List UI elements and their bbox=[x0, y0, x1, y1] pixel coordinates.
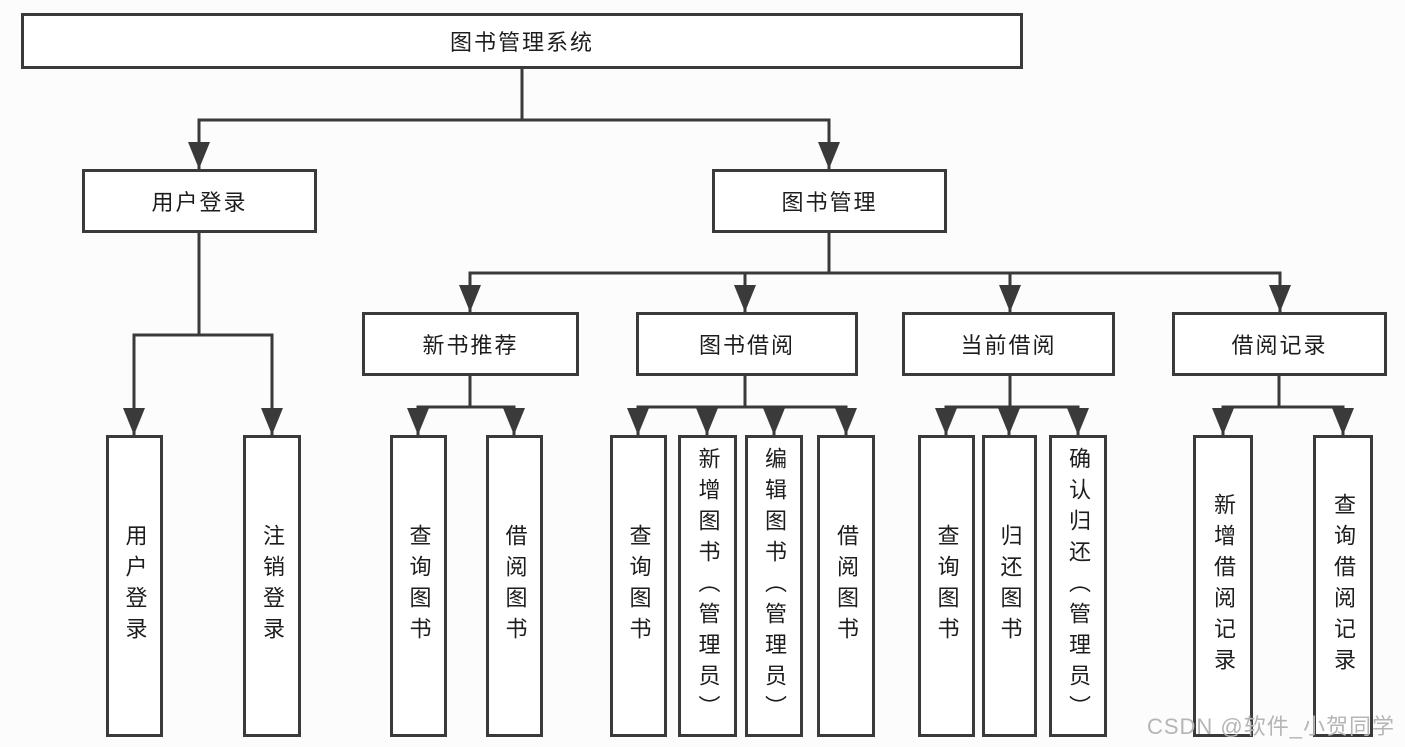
leaf-logout: 注销登录 bbox=[243, 435, 301, 737]
leaf-bb-query-books: 查询图书 bbox=[610, 435, 667, 737]
leaf-nbr-query-books: 查询图书 bbox=[390, 435, 447, 737]
node-book-borrowing: 图书借阅 bbox=[636, 312, 858, 376]
leaf-br-query-record: 查询借阅记录 bbox=[1313, 435, 1373, 737]
leaf-nbr-borrow-books: 借阅图书 bbox=[486, 435, 543, 737]
node-current-borrowing: 当前借阅 bbox=[902, 312, 1115, 376]
leaf-bb-add-books-admin: 新增图书（管理员） bbox=[678, 435, 737, 737]
leaf-cb-query-books: 查询图书 bbox=[918, 435, 975, 737]
leaf-bb-edit-books-admin: 编辑图书（管理员） bbox=[745, 435, 803, 737]
leaf-bb-borrow-books: 借阅图书 bbox=[817, 435, 875, 737]
leaf-br-add-record: 新增借阅记录 bbox=[1193, 435, 1253, 737]
node-root: 图书管理系统 bbox=[21, 13, 1023, 69]
leaf-cb-return-books: 归还图书 bbox=[982, 435, 1037, 737]
csdn-watermark: CSDN @软件_小贺同学 bbox=[1146, 714, 1395, 739]
node-user-login: 用户登录 bbox=[82, 169, 317, 233]
leaf-cb-confirm-return-admin: 确认归还（管理员） bbox=[1049, 435, 1107, 737]
node-borrowing-records: 借阅记录 bbox=[1172, 312, 1387, 376]
leaf-user-login: 用户登录 bbox=[106, 435, 163, 737]
node-new-book-recommend: 新书推荐 bbox=[362, 312, 579, 376]
node-book-management: 图书管理 bbox=[712, 169, 947, 233]
